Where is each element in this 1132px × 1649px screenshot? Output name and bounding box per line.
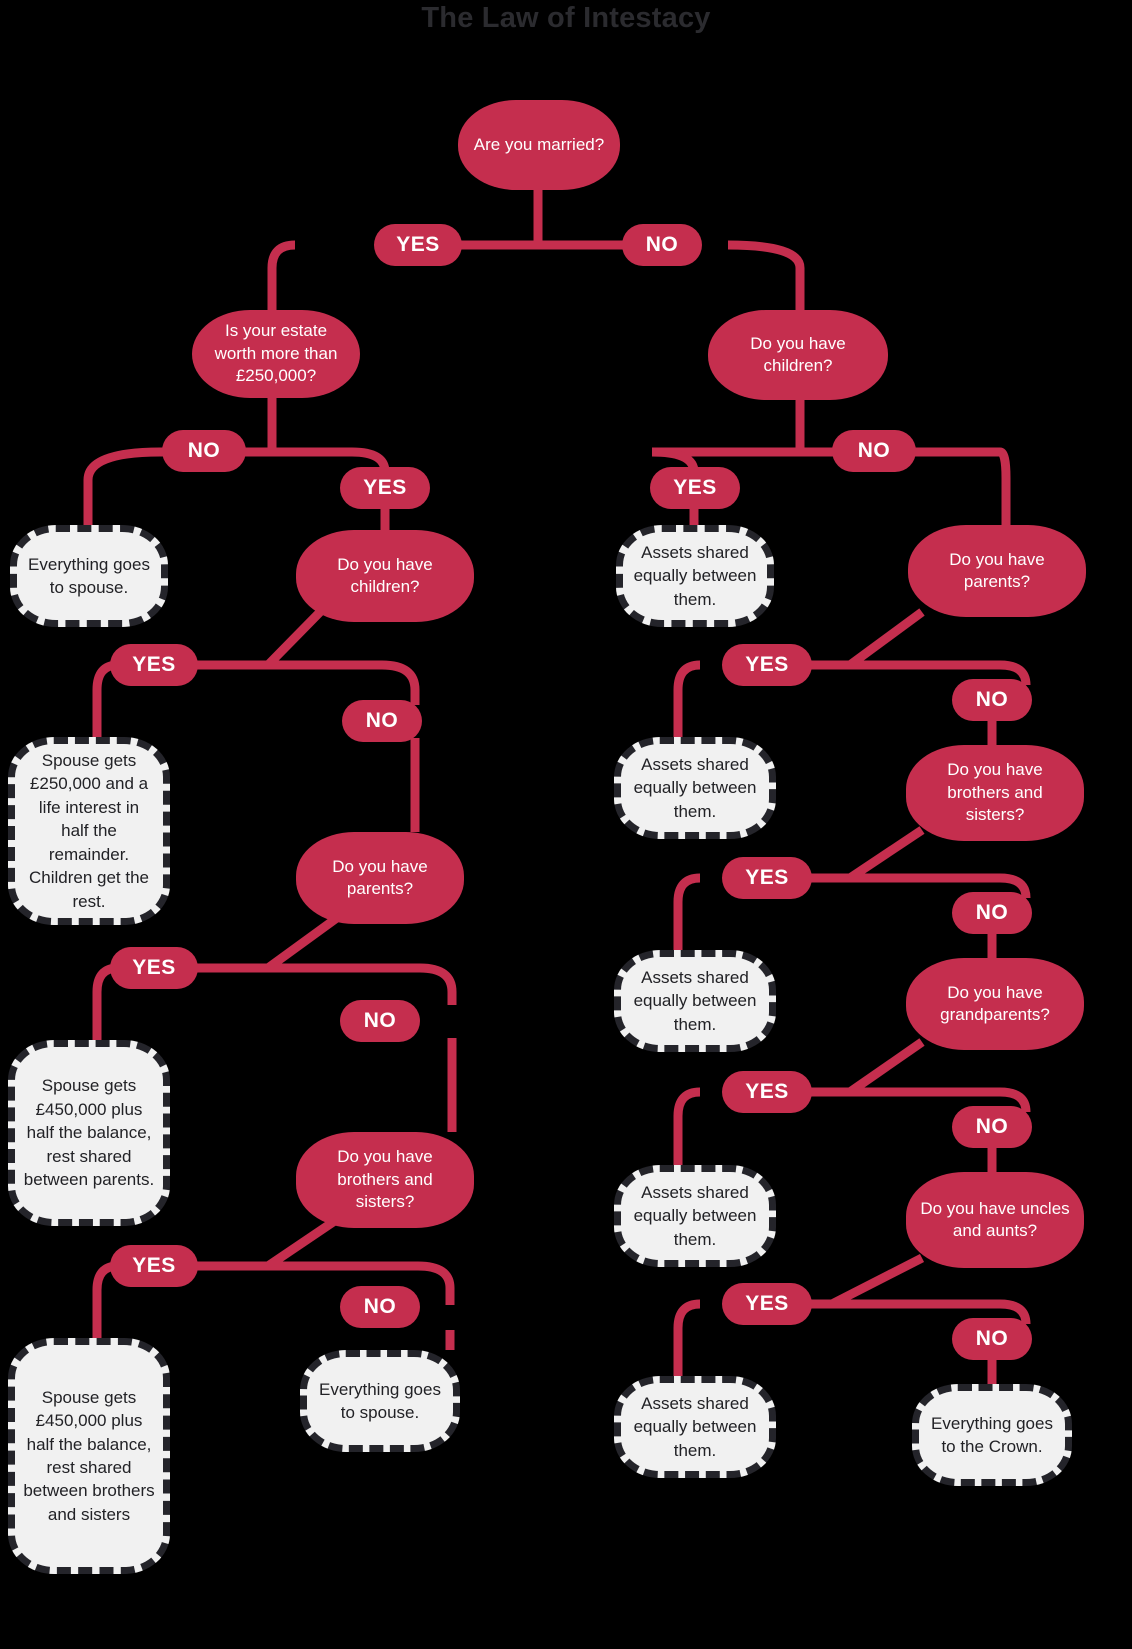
outcome-spouse-450000-siblings: Spouse gets £450,000 plus half the balan… xyxy=(8,1338,170,1574)
outcome-assets-shared-uncles: Assets shared equally between them. xyxy=(614,1376,776,1478)
pill-label: NO xyxy=(975,901,1009,924)
pill-label: NO xyxy=(645,233,679,256)
node-are-you-married[interactable]: Are you married? xyxy=(458,100,620,190)
node-label: Do you have children? xyxy=(750,333,846,375)
node-label: Do you have children? xyxy=(337,554,433,596)
outcome-label: Spouse gets £450,000 plus half the balan… xyxy=(23,1387,155,1524)
outcome-label: Spouse gets £250,000 and a life interest… xyxy=(28,750,150,911)
edge-label-root-yes[interactable]: YES xyxy=(374,224,462,266)
pill-label: YES xyxy=(132,653,176,676)
node-single-do-you-have-grandparents[interactable]: Do you have grandparents? xyxy=(906,958,1084,1050)
edge-label-single-grandparents-yes[interactable]: YES xyxy=(722,1071,812,1113)
edge-label-single-children-yes[interactable]: YES xyxy=(650,467,740,509)
outcome-label: Assets shared equally between them. xyxy=(633,967,757,1034)
node-label: Do you have brothers and sisters? xyxy=(947,760,1043,825)
node-label: Is your estate worth more than £250,000? xyxy=(214,321,338,386)
outcome-assets-shared-parents: Assets shared equally between them. xyxy=(614,737,776,839)
pill-label: YES xyxy=(132,956,176,979)
pill-label: NO xyxy=(365,709,399,732)
node-label: Are you married? xyxy=(473,134,605,154)
pill-label: YES xyxy=(745,1080,789,1103)
edge-label-married-siblings-no[interactable]: NO xyxy=(340,1286,420,1328)
outcome-assets-shared-grandparents: Assets shared equally between them. xyxy=(614,1165,776,1267)
pill-label: YES xyxy=(745,1292,789,1315)
node-married-do-you-have-parents[interactable]: Do you have parents? xyxy=(296,832,464,924)
pill-label: NO xyxy=(857,439,891,462)
edge-label-single-uncles-no[interactable]: NO xyxy=(952,1318,1032,1360)
node-label: Do you have parents? xyxy=(332,856,428,898)
edge-label-single-siblings-yes[interactable]: YES xyxy=(722,857,812,899)
outcome-everything-goes-to-crown: Everything goes to the Crown. xyxy=(912,1384,1072,1486)
pill-label: YES xyxy=(132,1254,176,1277)
node-label: Do you have uncles and aunts? xyxy=(920,1198,1070,1240)
node-label: Do you have grandparents? xyxy=(940,982,1050,1024)
page-title: The Law of Intestacy xyxy=(421,2,711,34)
pill-label: YES xyxy=(363,476,407,499)
edge-label-root-no[interactable]: NO xyxy=(622,224,702,266)
pill-label: NO xyxy=(363,1295,397,1318)
node-label: Do you have parents? xyxy=(949,549,1045,591)
edge-label-single-parents-yes[interactable]: YES xyxy=(722,644,812,686)
node-single-do-you-have-uncles-and-aunts[interactable]: Do you have uncles and aunts? xyxy=(906,1172,1084,1268)
outcome-label: Assets shared equally between them. xyxy=(633,1393,757,1460)
node-married-do-you-have-children[interactable]: Do you have children? xyxy=(296,530,474,622)
outcome-label: Everything goes to spouse. xyxy=(28,554,150,597)
outcome-spouse-450000-parents: Spouse gets £450,000 plus half the balan… xyxy=(8,1040,170,1226)
edge-label-single-grandparents-no[interactable]: NO xyxy=(952,1106,1032,1148)
pill-label: YES xyxy=(396,233,440,256)
outcome-assets-shared-siblings: Assets shared equally between them. xyxy=(614,950,776,1052)
edge-label-single-siblings-no[interactable]: NO xyxy=(952,892,1032,934)
outcome-label: Spouse gets £450,000 plus half the balan… xyxy=(23,1076,155,1190)
pill-label: YES xyxy=(745,653,789,676)
edge-label-single-children-no[interactable]: NO xyxy=(832,430,916,472)
edge-label-estate-yes[interactable]: YES xyxy=(340,467,430,509)
pill-label: NO xyxy=(975,1327,1009,1350)
edge-label-single-uncles-yes[interactable]: YES xyxy=(722,1283,812,1325)
pill-label: NO xyxy=(187,439,221,462)
node-single-do-you-have-children[interactable]: Do you have children? xyxy=(708,310,888,400)
edge-label-married-parents-yes[interactable]: YES xyxy=(110,947,198,989)
pill-label: YES xyxy=(745,866,789,889)
pill-label: YES xyxy=(673,476,717,499)
outcome-label: Everything goes to the Crown. xyxy=(931,1413,1053,1456)
outcome-label: Assets shared equally between them. xyxy=(633,754,757,821)
node-single-do-you-have-parents[interactable]: Do you have parents? xyxy=(908,525,1086,617)
edge-label-married-siblings-yes[interactable]: YES xyxy=(110,1245,198,1287)
outcome-assets-shared-children: Assets shared equally between them. xyxy=(616,525,774,627)
edge-label-married-children-yes[interactable]: YES xyxy=(110,644,198,686)
node-married-do-you-have-brothers-and-sisters[interactable]: Do you have brothers and sisters? xyxy=(296,1132,474,1228)
edge-label-single-parents-no[interactable]: NO xyxy=(952,679,1032,721)
outcome-label: Assets shared equally between them. xyxy=(633,1182,757,1249)
pill-label: NO xyxy=(975,688,1009,711)
outcome-spouse-gets-250000: Spouse gets £250,000 and a life interest… xyxy=(8,737,170,925)
pill-label: NO xyxy=(975,1115,1009,1138)
node-single-do-you-have-brothers-and-sisters[interactable]: Do you have brothers and sisters? xyxy=(906,745,1084,841)
outcome-label: Assets shared equally between them. xyxy=(633,542,757,609)
outcome-everything-goes-to-spouse-1: Everything goes to spouse. xyxy=(10,525,168,627)
edge-label-married-parents-no[interactable]: NO xyxy=(340,1000,420,1042)
outcome-label: Everything goes to spouse. xyxy=(319,1379,441,1422)
edge-label-married-children-no[interactable]: NO xyxy=(342,700,422,742)
node-estate-worth-more-than-250000[interactable]: Is your estate worth more than £250,000? xyxy=(192,310,360,398)
edge-label-estate-no[interactable]: NO xyxy=(162,430,246,472)
pill-label: NO xyxy=(363,1009,397,1032)
node-label: Do you have brothers and sisters? xyxy=(337,1147,433,1212)
outcome-everything-goes-to-spouse-2: Everything goes to spouse. xyxy=(300,1350,460,1452)
